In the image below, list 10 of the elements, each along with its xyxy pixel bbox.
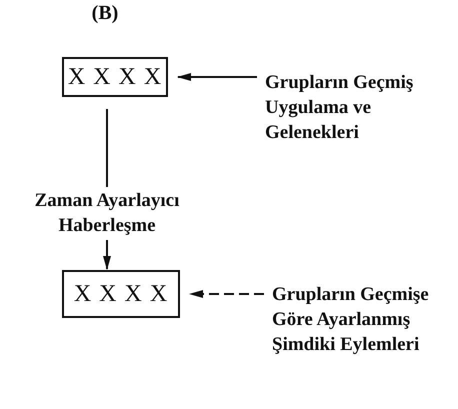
arrow: [177, 73, 257, 81]
figure-label: (B): [90, 2, 120, 25]
connector-line: [106, 109, 108, 187]
node-label: Zaman Ayarlayıcı Haberleşme: [12, 188, 202, 238]
arrow: [103, 240, 111, 270]
node-label: Grupların Geçmiş Uygulama ve Gelenekleri: [265, 70, 445, 145]
node-label: Grupların Geçmişe Göre Ayarlanmış Şimdiki Eylemleri: [272, 282, 452, 357]
arrow: [189, 290, 264, 298]
content-box: X X X X: [62, 57, 168, 97]
content-box: X X X X: [62, 270, 180, 318]
